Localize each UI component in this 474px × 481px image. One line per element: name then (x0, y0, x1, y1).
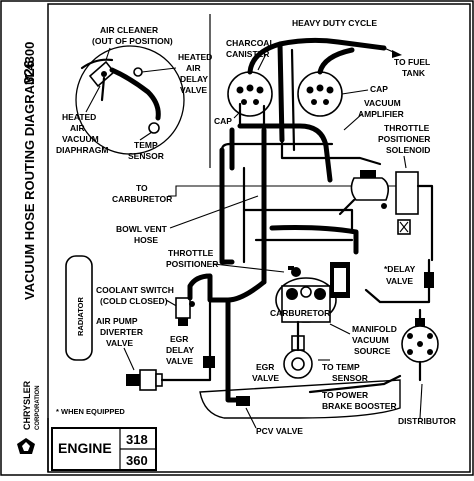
egr-delay-valve (203, 356, 215, 368)
heated-air-delay-label-4: VALVE (180, 85, 207, 95)
charcoal-canister-label-2: CANISTER (226, 49, 269, 59)
side-title: VACUUM HOSE ROUTING DIAGRAM 4300 (22, 42, 37, 300)
diagram-frame (47, 3, 471, 473)
bowl-vent-label-1: BOWL VENT (116, 224, 168, 234)
manifold-label-1: MANIFOLD (352, 324, 397, 334)
delay-valve (424, 272, 434, 288)
cap-right-label: CAP (370, 84, 388, 94)
manifold-label-2: VACUUM (352, 335, 389, 345)
coolant-switch-label-1: COOLANT SWITCH (96, 285, 174, 295)
side-number: 326 (21, 60, 38, 85)
heated-air-vac-label-1: HEATED (62, 112, 96, 122)
radiator (65, 255, 93, 361)
egr-delay-label-2: DELAY (166, 345, 194, 355)
air-pump-diverter-valve (126, 369, 163, 391)
coolant-switch (175, 297, 195, 326)
heated-air-vac-label-2: AIR (70, 123, 85, 133)
throttle-positioner-label-1: THROTTLE (168, 248, 214, 258)
pcv-valve (236, 396, 250, 406)
engine-number-1: 318 (126, 432, 148, 447)
throttle-positioner (288, 266, 301, 277)
throttle-solenoid-label-3: SOLENOID (386, 145, 430, 155)
air-cleaner (75, 45, 185, 155)
chrysler-logo (17, 438, 35, 454)
throttle-solenoid-label-1: THROTTLE (384, 123, 430, 133)
vacuum-amplifier (350, 170, 390, 209)
delay-valve-label-2: VALVE (386, 276, 413, 286)
arrow-to-fuel-tank-icon (392, 50, 402, 58)
air-cleaner-label-1: AIR CLEANER (100, 25, 158, 35)
distributor (401, 318, 439, 382)
air-cleaner-label-2: (OUT OF POSITION) (92, 36, 173, 46)
egr-valve-label-2: VALVE (252, 373, 279, 383)
carburetor-label: CARBURETOR (270, 308, 330, 318)
to-power-label-1: TO POWER (322, 390, 368, 400)
engine-number-2: 360 (126, 453, 148, 468)
side-title-group: VACUUM HOSE ROUTING DIAGRAM 4300 326 (21, 42, 38, 300)
throttle-positioner-solenoid (395, 171, 419, 235)
throttle-solenoid-label-2: POSITIONER (378, 134, 430, 144)
to-fuel-tank-label-2: TANK (402, 68, 426, 78)
charcoal-canister-left (227, 71, 273, 117)
temp-sensor-label-2: SENSOR (128, 151, 164, 161)
air-pump-label-3: VALVE (106, 338, 133, 348)
engine-label: ENGINE (58, 440, 112, 456)
carburetor (275, 262, 350, 323)
heated-air-delay-label-1: HEATED (178, 52, 212, 62)
when-equipped-note: * WHEN EQUIPPED (56, 407, 125, 416)
bowl-vent-label-2: HOSE (134, 235, 158, 245)
to-temp-label-1: TO TEMP (322, 362, 360, 372)
intake-manifold (199, 379, 401, 419)
to-carburetor-label-2: CARBURETOR (112, 194, 172, 204)
heated-air-delay-label-3: DELAY (180, 74, 208, 84)
charcoal-canister-label-1: CHARCOAL (226, 38, 275, 48)
distributor-label: DISTRIBUTOR (398, 416, 456, 426)
egr-delay-label-1: EGR (170, 334, 188, 344)
throttle-positioner-label-2: POSITIONER (166, 259, 218, 269)
egr-valve-label-1: EGR (256, 362, 274, 372)
cap-left-label: CAP (214, 116, 232, 126)
to-temp-label-2: SENSOR (332, 373, 368, 383)
heated-air-delay-label-2: AIR (186, 63, 201, 73)
to-power-label-2: BRAKE BOOSTER (322, 401, 397, 411)
brand-sub: CORPORATION (35, 385, 41, 430)
vacuum-amplifier-label-2: AMPLIFIER (358, 109, 404, 119)
coolant-switch-label-2: (COLD CLOSED) (100, 296, 168, 306)
pcv-valve-label: PCV VALVE (256, 426, 303, 436)
manifold-label-3: SOURCE (354, 346, 391, 356)
vacuum-amplifier-label-1: VACUUM (364, 98, 401, 108)
air-pump-label-2: DIVERTER (100, 327, 143, 337)
heated-air-vac-label-3: VACUUM (62, 134, 99, 144)
heavy-duty-label: HEAVY DUTY CYCLE (292, 18, 377, 28)
egr-delay-label-3: VALVE (166, 356, 193, 366)
air-pump-label-1: AIR PUMP (96, 316, 138, 326)
delay-valve-label-1: *DELAY (384, 264, 416, 274)
heated-air-vac-label-4: DIAPHRAGM (56, 145, 108, 155)
temp-sensor-label-1: TEMP (134, 140, 158, 150)
charcoal-canister-right (297, 71, 343, 117)
radiator-label: RADIATOR (76, 297, 85, 336)
to-carburetor-label-1: TO (136, 183, 148, 193)
brand-name: CHRYSLER (22, 380, 32, 430)
to-fuel-tank-label-1: TO FUEL (394, 57, 430, 67)
